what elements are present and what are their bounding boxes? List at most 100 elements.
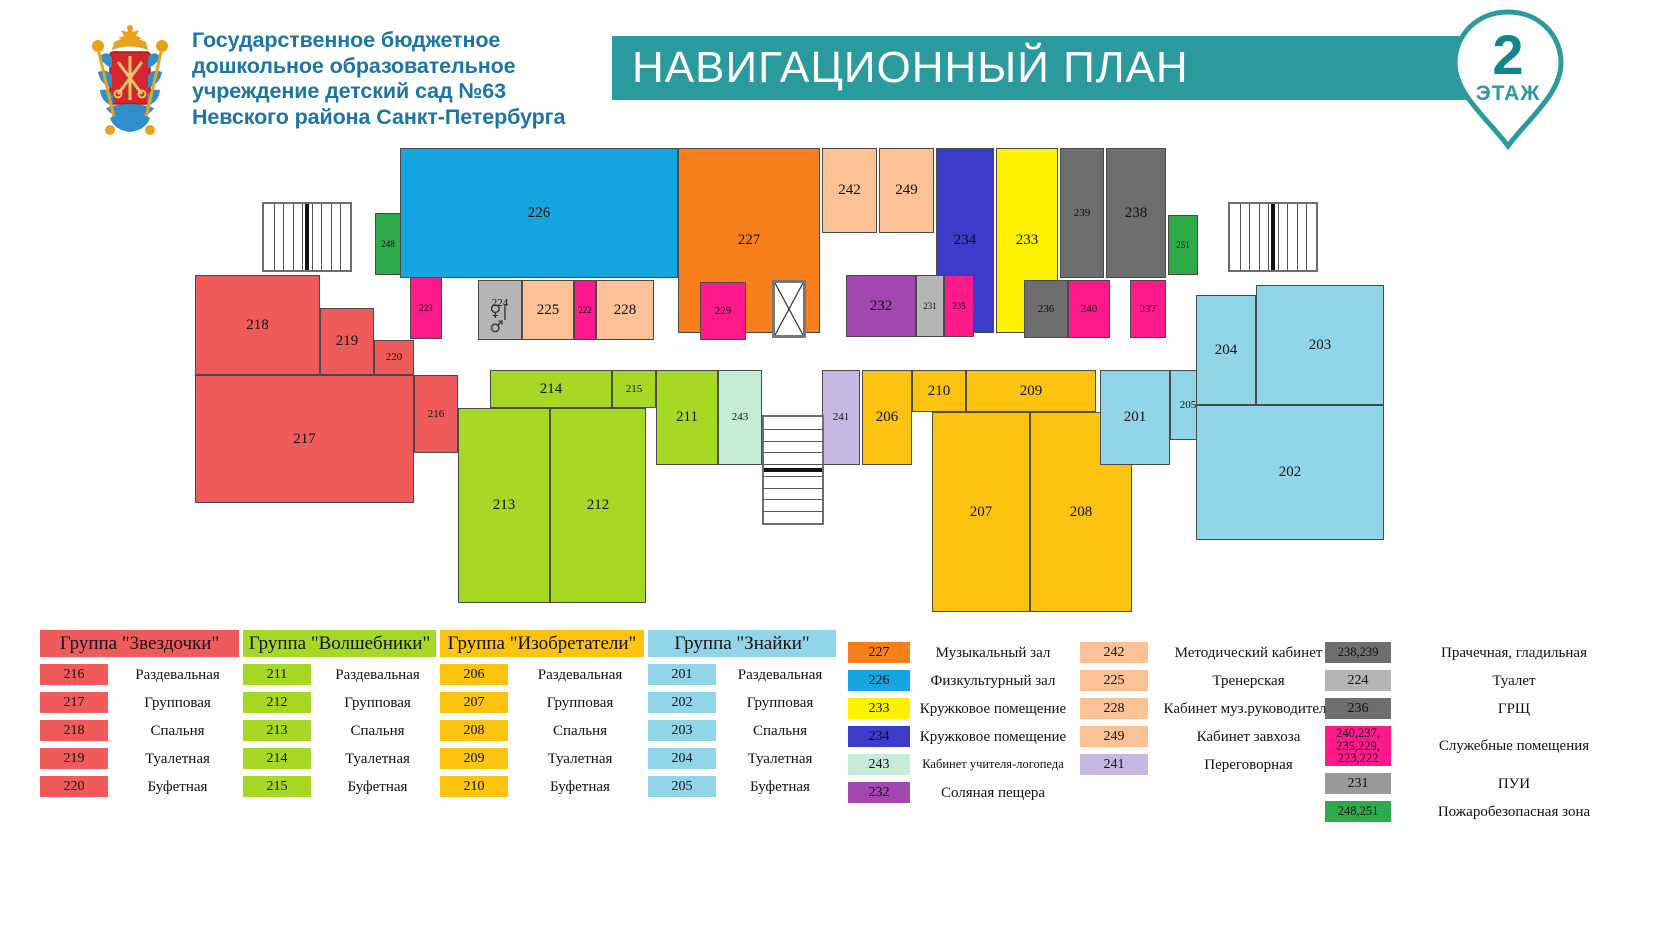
room-231[interactable]: 231 bbox=[916, 275, 944, 337]
room-226[interactable]: 226 bbox=[400, 148, 678, 278]
room-210[interactable]: 210 bbox=[912, 370, 966, 412]
legend-room-name: Раздевальная bbox=[537, 666, 623, 683]
legend-room-number: 231 bbox=[1347, 775, 1369, 791]
room-label: 207 bbox=[969, 503, 993, 520]
room-204[interactable]: 204 bbox=[1196, 295, 1256, 405]
room-218[interactable]: 218 bbox=[195, 275, 320, 375]
room-222[interactable]: 222 bbox=[574, 280, 596, 340]
legend-swatch: 225 bbox=[1080, 670, 1148, 691]
legend-room-name: Буфетная bbox=[147, 778, 208, 795]
legend-swatch: 231 bbox=[1325, 773, 1391, 794]
room-223[interactable]: 223 bbox=[410, 277, 442, 339]
room-232[interactable]: 232 bbox=[846, 275, 916, 337]
legend-swatch: 202 bbox=[648, 692, 716, 713]
room-237[interactable]: 237 bbox=[1130, 280, 1166, 338]
room-224[interactable]: 224♀|♂ bbox=[478, 280, 522, 340]
room-209[interactable]: 209 bbox=[966, 370, 1096, 412]
spb-coat-of-arms-icon bbox=[80, 22, 180, 142]
legend-swatch: 214 bbox=[243, 748, 311, 769]
legend-room-number: 213 bbox=[266, 722, 288, 738]
room-243[interactable]: 243 bbox=[718, 370, 762, 465]
legend-room-number: 227 bbox=[868, 644, 890, 660]
room-214[interactable]: 214 bbox=[490, 370, 612, 408]
stair-tread bbox=[1306, 204, 1308, 270]
room-201[interactable]: 201 bbox=[1100, 370, 1170, 465]
room-241[interactable]: 241 bbox=[822, 370, 860, 465]
room-215[interactable]: 215 bbox=[612, 370, 656, 408]
legend-swatch: 232 bbox=[848, 782, 910, 803]
legend-room-name: Служебные помещения bbox=[1438, 738, 1590, 754]
room-206[interactable]: 206 bbox=[862, 370, 912, 465]
room-249[interactable]: 249 bbox=[879, 148, 934, 233]
room-236[interactable]: 236 bbox=[1024, 280, 1068, 338]
legend-room-name: Спальня bbox=[150, 722, 205, 739]
room-217[interactable]: 217 bbox=[195, 375, 414, 503]
legend-room-name: Туалет bbox=[1492, 672, 1536, 689]
legend-room-number: 208 bbox=[463, 722, 485, 738]
room-216[interactable]: 216 bbox=[414, 375, 458, 453]
room-238[interactable]: 238 bbox=[1106, 148, 1166, 278]
room-212[interactable]: 212 bbox=[550, 408, 646, 603]
room-220[interactable]: 220 bbox=[374, 340, 414, 375]
room-203[interactable]: 203 bbox=[1256, 285, 1384, 405]
room-240[interactable]: 240 bbox=[1068, 280, 1110, 338]
room-207[interactable]: 207 bbox=[932, 412, 1030, 612]
stair-center bbox=[762, 415, 824, 525]
room-239[interactable]: 239 bbox=[1060, 148, 1104, 278]
room-213[interactable]: 213 bbox=[458, 408, 550, 603]
room-251[interactable]: 251 bbox=[1168, 215, 1198, 275]
stair-tread bbox=[1287, 204, 1289, 270]
room-248[interactable]: 248 bbox=[375, 213, 401, 275]
room-229[interactable]: 229 bbox=[700, 282, 746, 340]
room-219[interactable]: 219 bbox=[320, 308, 374, 375]
room-label: 241 bbox=[832, 411, 850, 423]
room-225[interactable]: 225 bbox=[522, 280, 574, 340]
legend-swatch: 207 bbox=[440, 692, 508, 713]
room-211[interactable]: 211 bbox=[656, 370, 718, 465]
room-228[interactable]: 228 bbox=[596, 280, 654, 340]
room-242[interactable]: 242 bbox=[822, 148, 877, 233]
legend-room-number: 236 bbox=[1347, 700, 1369, 716]
room-235[interactable]: 235 bbox=[944, 275, 974, 337]
room-202[interactable]: 202 bbox=[1196, 405, 1384, 540]
legend-room-number: 204 bbox=[671, 750, 693, 766]
floor-label: ЭТАЖ bbox=[1475, 82, 1541, 105]
